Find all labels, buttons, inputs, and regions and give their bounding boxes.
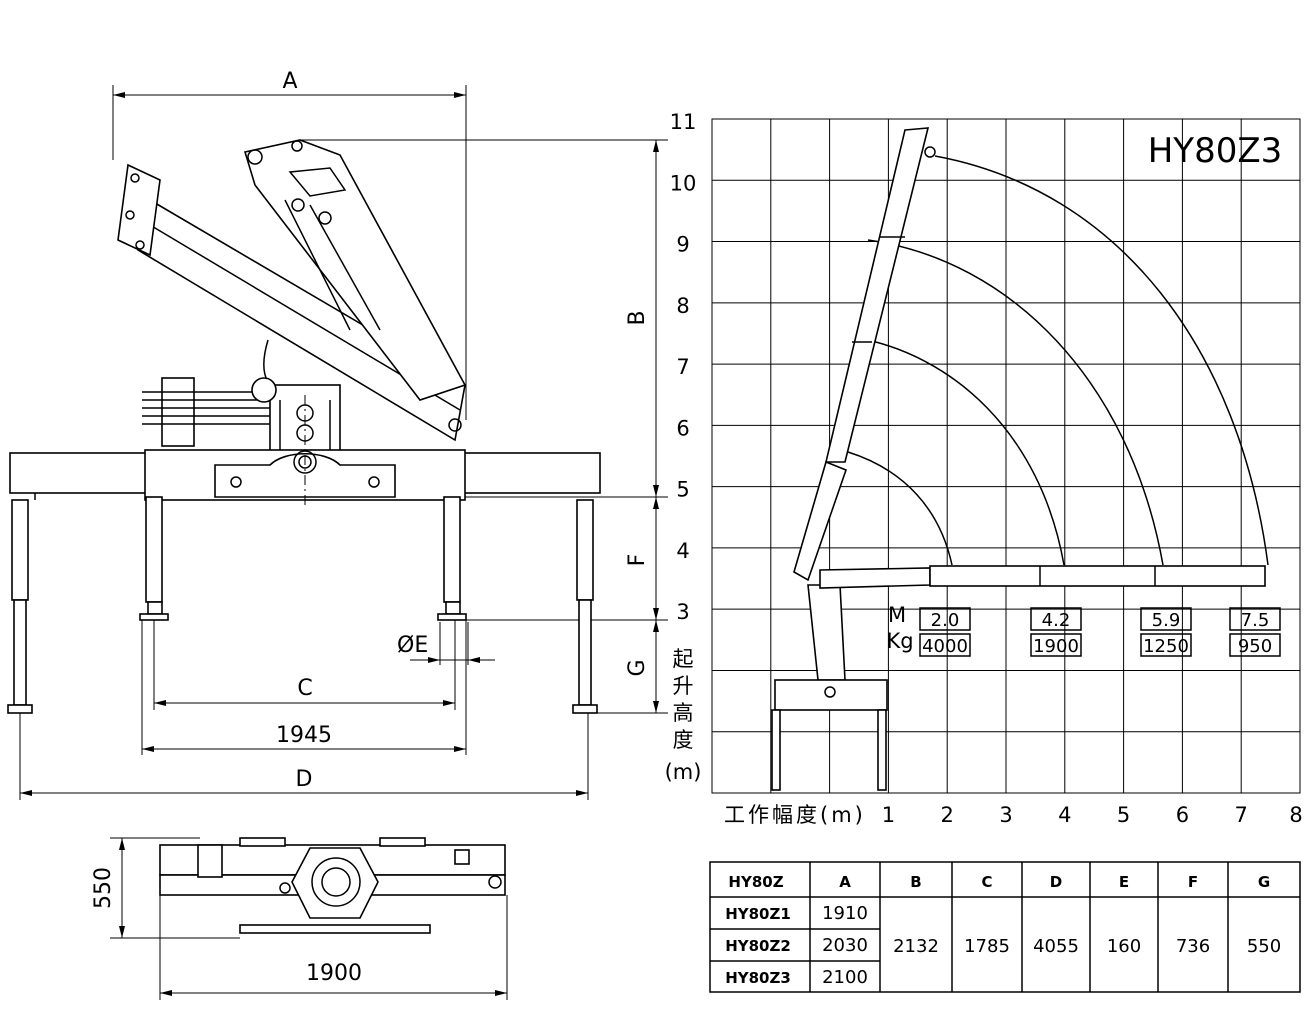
dimension-550: 550 (91, 837, 240, 939)
load-box-weight (919, 633, 971, 657)
d-value: 4055 (1033, 936, 1079, 957)
y-label-char-5: (m) (665, 760, 702, 784)
load-weight-value: 4000 (922, 636, 968, 657)
x-tick-label: 6 (1176, 803, 1189, 827)
dimension-1900: 1900 (159, 895, 508, 1000)
load-weight-value: 1250 (1143, 636, 1189, 657)
load-radius-value: 2.0 (931, 610, 960, 631)
x-tick-label: 7 (1235, 803, 1248, 827)
y-label-char-2: 升 (673, 674, 694, 698)
unit-m: M (888, 603, 906, 627)
load-box-weight (1229, 633, 1281, 657)
load-boxes: 2.0 4000 4.2 1900 5.9 1250 7.5 950 (919, 607, 1281, 657)
dim-f-label: F (625, 554, 650, 567)
y-tick-label: 5 (676, 478, 689, 502)
th-d: D (1050, 873, 1062, 891)
y-axis-label: 起 升 高 度 (m) (665, 647, 702, 784)
x-tick-label: 8 (1289, 803, 1302, 827)
a-value-2: 2030 (822, 935, 868, 956)
model-row-2: HY80Z2 (725, 937, 791, 955)
x-tick-label: 1 (882, 803, 895, 827)
e-value: 160 (1107, 936, 1141, 957)
load-box-radius (919, 607, 971, 631)
a-value-1: 1910 (822, 903, 868, 924)
dim-a-label: A (282, 69, 297, 94)
dim-b-label: B (625, 310, 650, 325)
load-box-weight (1140, 633, 1192, 657)
crane-side-view (771, 127, 1266, 791)
th-b: B (910, 873, 921, 891)
x-tick-label: 4 (1058, 803, 1071, 827)
dim-550-label: 550 (91, 867, 116, 909)
load-radius-value: 7.5 (1241, 610, 1270, 631)
y-axis-ticks: 3 4 5 6 7 8 9 10 11 (670, 110, 697, 624)
front-view: A B F G (7, 69, 668, 800)
th-model: HY80Z (728, 873, 783, 891)
th-c: C (981, 873, 992, 891)
load-box-radius (1229, 607, 1281, 631)
dim-c-label: C (297, 676, 312, 701)
load-box-radius (1030, 607, 1082, 631)
top-view: 550 1900 (91, 837, 508, 1000)
th-a: A (839, 873, 851, 891)
x-tick-label: 2 (941, 803, 954, 827)
dim-g-label: G (625, 659, 650, 676)
dimension-e: ØE (397, 622, 495, 665)
y-label-char-1: 起 (673, 647, 694, 671)
spec-table: HY80Z A B C D E F G HY80Z1 HY80Z2 HY80Z3… (709, 861, 1301, 993)
chart-grid (711, 118, 1301, 794)
y-tick-label: 11 (670, 110, 697, 134)
dimension-1945: 1945 (141, 620, 467, 755)
y-tick-label: 7 (676, 355, 689, 379)
dimension-c: C (153, 620, 456, 710)
y-tick-label: 8 (676, 294, 689, 318)
th-f: F (1188, 873, 1198, 891)
a-value-3: 2100 (822, 967, 868, 988)
dimension-bfg: B F G (300, 139, 668, 714)
unit-kg: Kg (886, 629, 913, 653)
dim-1945-label: 1945 (276, 723, 332, 748)
y-tick-label: 10 (670, 171, 697, 195)
outrigger-legs (7, 496, 598, 714)
hydraulic-block (142, 377, 277, 447)
c-value: 1785 (964, 936, 1010, 957)
lift-arm (243, 139, 467, 401)
working-range-arcs (847, 155, 1269, 566)
y-label-char-3: 高 (673, 701, 694, 725)
dimension-d: D (19, 713, 589, 800)
base-frame (9, 395, 601, 505)
dim-e-label: ØE (397, 633, 428, 658)
model-row-1: HY80Z1 (725, 905, 791, 923)
g-value: 550 (1247, 936, 1281, 957)
dim-d-label: D (296, 767, 313, 792)
y-label-char-4: 度 (673, 728, 694, 752)
x-tick-label: 3 (999, 803, 1012, 827)
dimension-a: A (112, 69, 467, 420)
th-g: G (1258, 873, 1270, 891)
load-radius-value: 4.2 (1042, 610, 1071, 631)
load-weight-value: 1900 (1033, 636, 1079, 657)
x-axis-label: 工作幅度(m) (724, 803, 866, 827)
y-tick-label: 3 (676, 600, 689, 624)
model-title: HY80Z3 (1148, 131, 1283, 171)
b-value: 2132 (893, 936, 939, 957)
f-value: 736 (1176, 936, 1210, 957)
x-axis-ticks: 1 2 3 4 5 6 7 8 (882, 803, 1303, 827)
load-box-radius (1140, 607, 1192, 631)
load-box-weight (1030, 633, 1082, 657)
y-tick-label: 6 (676, 416, 689, 440)
dim-1900-label: 1900 (306, 961, 362, 986)
x-tick-label: 5 (1117, 803, 1130, 827)
load-radius-value: 5.9 (1152, 610, 1181, 631)
model-row-3: HY80Z3 (725, 969, 791, 987)
y-tick-label: 4 (676, 539, 689, 563)
load-weight-value: 950 (1238, 636, 1272, 657)
th-e: E (1119, 873, 1129, 891)
y-tick-label: 9 (676, 233, 689, 257)
